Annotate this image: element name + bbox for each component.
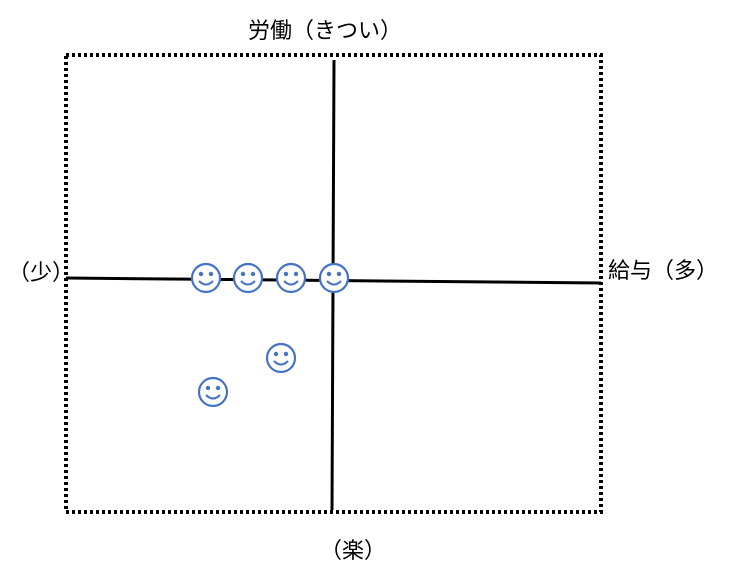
x-axis-left-label: （少） (8, 261, 75, 286)
smiley-icon (232, 262, 264, 294)
dotted-frame (64, 53, 603, 514)
y-axis-bottom-label: （楽） (320, 539, 387, 564)
smiley-icon (275, 262, 307, 294)
smiley-icon (265, 342, 297, 374)
smiley-icon (197, 376, 229, 408)
x-axis-right-label: 給与（多） (608, 259, 719, 284)
y-axis-top-label: 労働（きつい） (248, 19, 403, 44)
smiley-icon (318, 262, 350, 294)
smiley-icon (190, 262, 222, 294)
